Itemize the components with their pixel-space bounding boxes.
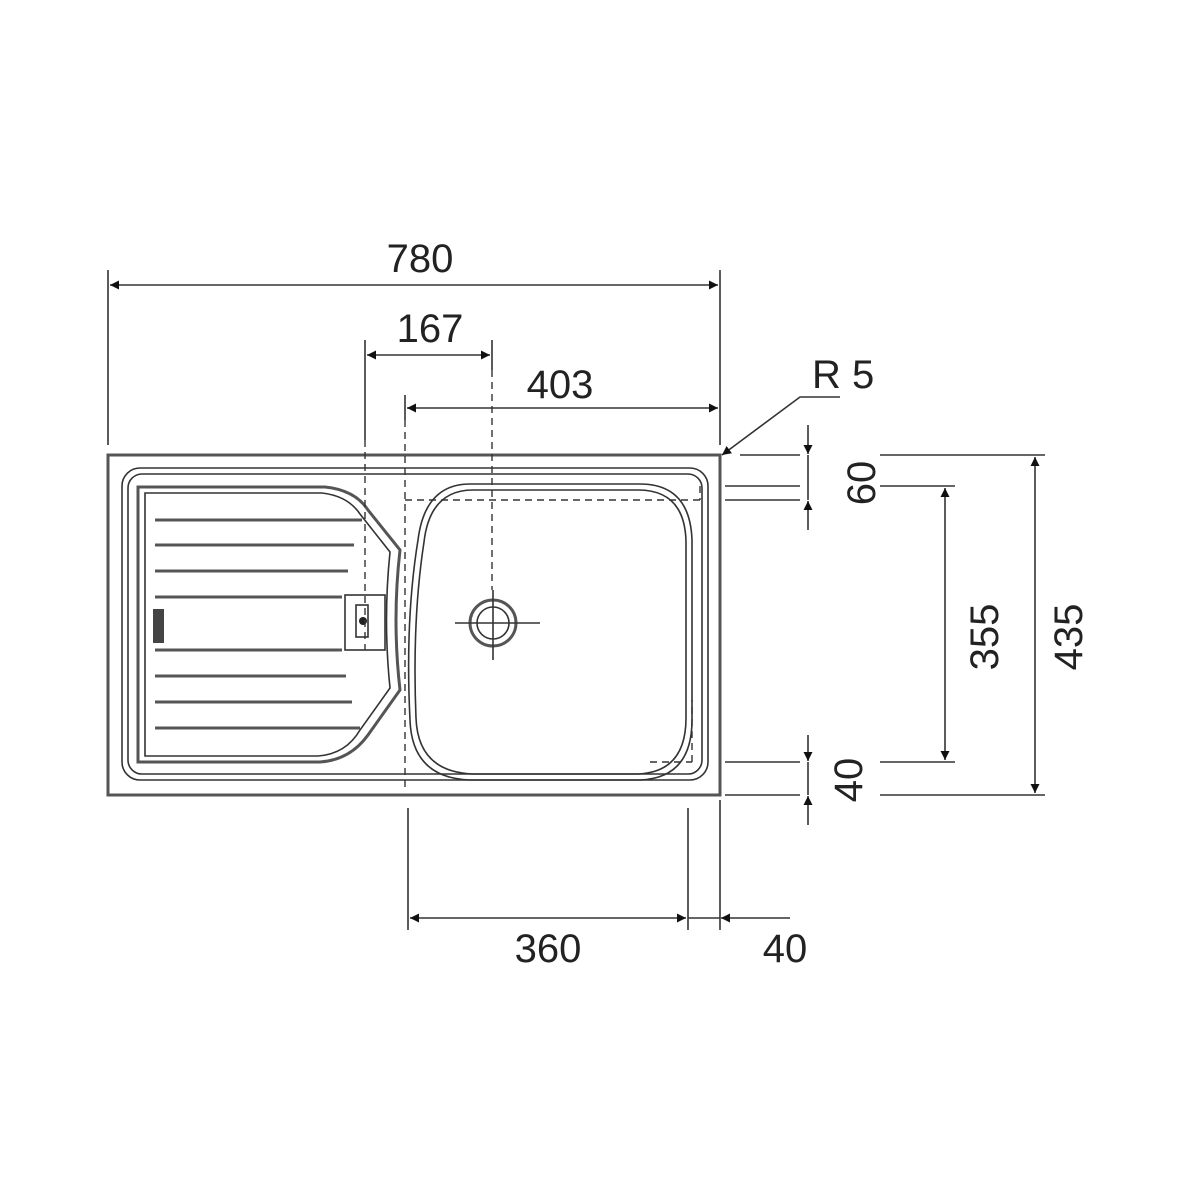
dim-bowl-width: 360 <box>515 927 582 971</box>
dim-bottom-margin: 40 <box>827 758 871 803</box>
dimension-lines <box>110 280 1040 923</box>
dim-corner-radius: R 5 <box>812 353 874 397</box>
dim-right-margin: 40 <box>763 927 808 971</box>
hidden-lines <box>364 370 701 790</box>
dim-overall-width: 780 <box>387 237 454 281</box>
extension-lines <box>107 270 1045 930</box>
overflow-icon <box>153 609 164 643</box>
dim-bowl-offset: 403 <box>527 363 594 407</box>
drainboard-ribs <box>155 518 362 730</box>
bowl <box>407 483 693 781</box>
dim-overall-depth: 435 <box>1047 604 1091 671</box>
dim-top-margin: 60 <box>840 461 884 506</box>
drainboard <box>136 485 402 764</box>
dim-drain-offset: 167 <box>397 307 464 351</box>
dim-bowl-depth: 355 <box>963 604 1007 671</box>
sink-outline <box>106 453 722 797</box>
